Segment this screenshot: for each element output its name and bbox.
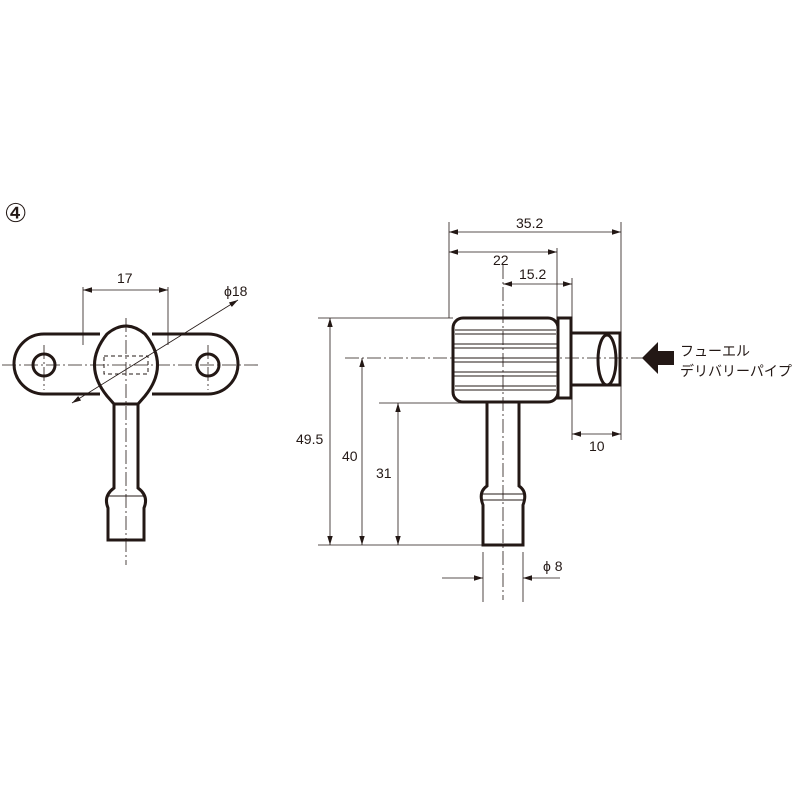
dim-overall-length: 35.2 — [516, 215, 543, 231]
cooling-fins — [453, 329, 558, 391]
dim-length-22: 22 — [493, 252, 509, 268]
side-flange — [556, 316, 573, 400]
front-nipple — [105, 404, 147, 542]
dim-body-diameter: ϕ18 — [224, 283, 248, 299]
inlet-bore — [596, 333, 618, 387]
finned-body — [451, 316, 560, 404]
dim-nipple-diameter: ϕ 8 — [543, 558, 563, 574]
dim-flange-width: 17 — [117, 270, 133, 286]
direction-arrow-icon — [642, 342, 674, 374]
dim-inlet-length: 10 — [589, 438, 605, 454]
fuel-delivery-pipe-callout: フューエル デリバリーパイプ — [642, 342, 792, 380]
callout-line-1: フューエル — [680, 344, 750, 360]
dim-height-31: 31 — [376, 465, 392, 481]
figure-number: ④ — [4, 199, 27, 229]
dim-overall-height: 49.5 — [296, 431, 323, 447]
side-nipple — [479, 402, 527, 547]
callout-line-2: デリバリーパイプ — [680, 363, 792, 380]
front-view: 17 ϕ18 — [2, 270, 258, 565]
dim-length-15-2: 15.2 — [519, 266, 546, 282]
inlet-port — [571, 331, 622, 387]
dim-height-40: 40 — [342, 448, 358, 464]
bolt-hole-left — [31, 352, 57, 378]
side-view: 35.2 22 15.2 10 49.5 40 31 ϕ 8 — [296, 215, 665, 602]
